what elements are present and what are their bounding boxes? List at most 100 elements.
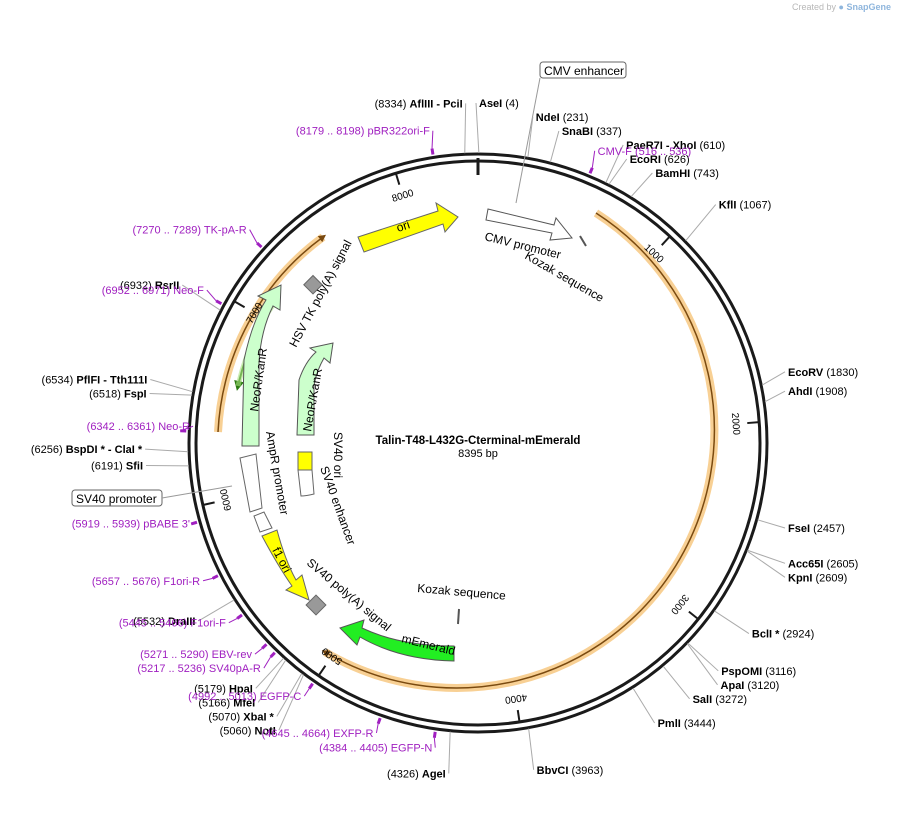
f1-ori-feature	[261, 529, 310, 601]
tick-5000	[317, 665, 327, 677]
primer-sv40pa-r-leader	[263, 656, 272, 669]
enzyme-pmli-label: PmlI (3444)	[658, 718, 716, 730]
primer-f1ori-r-mark	[211, 574, 219, 580]
primer-exfp-r-label: (4645 .. 4664) EXFP-R	[262, 728, 374, 740]
primer-cmv-f-mark	[588, 167, 594, 174]
enzyme-bcli-leader	[714, 610, 750, 635]
enzyme-mfei: (5166) MfeI	[198, 659, 287, 709]
enzyme-pflfi-tth111i-label: (6534) PflFI - Tth111I	[42, 375, 148, 387]
enzyme-pmli: PmlI (3444)	[632, 687, 716, 730]
enzyme-bbvci-leader	[528, 728, 535, 770]
enzyme-pspomi-label: PspOMI (3116)	[721, 666, 796, 678]
primer-ebv-rev-mark	[261, 643, 268, 650]
primer-tk-pa-r-label: (7270 .. 7289) TK-pA-R	[133, 225, 247, 237]
talin-cds-arc	[321, 209, 719, 692]
primer-pbabe-3-label: (5919 .. 5939) pBABE 3'	[72, 519, 190, 531]
snapgene-branding: Created by ● SnapGene	[792, 2, 891, 12]
enzyme-kpni-leader	[746, 550, 786, 578]
enzyme-acc65i-leader	[747, 549, 786, 564]
enzyme-afliii-pcii: (8334) AflIII - PciI	[375, 98, 467, 154]
ampr-promoter-label: AmpR promoter	[263, 430, 291, 516]
enzyme-ahdi: AhdI (1908)	[764, 386, 847, 403]
plasmid-backbone	[187, 152, 769, 734]
primer-ebv-rev: (5271 .. 5290) EBV-rev	[140, 643, 268, 661]
primer-cmv-f-label: CMV-F (516 .. 536)	[598, 146, 692, 158]
primer-f1ori-f-mark	[236, 613, 243, 620]
primer-pbr322ori-f: (8179 .. 8198) pBR322ori-F	[296, 126, 435, 155]
features-layer	[239, 201, 587, 662]
sv40-promoter-leader	[161, 485, 233, 499]
enzyme-ecori-leader	[608, 158, 628, 185]
enzyme-sali: SalI (3272)	[662, 665, 747, 706]
enzyme-agei-leader	[448, 731, 451, 774]
enzyme-bamhi-label: BamHI (743)	[655, 168, 719, 180]
cmv-enhancer-box	[539, 61, 627, 79]
primer-f1ori-r-leader	[202, 577, 213, 582]
branding-product: SnapGene	[846, 2, 891, 12]
enzyme-fspi-label: (6518) FspI	[89, 389, 146, 401]
primer-neo-f-mark	[215, 299, 223, 305]
primer-f1ori-f: (5445 .. 5466) F1ori-F	[119, 613, 243, 630]
primer-egfp-n-leader	[433, 737, 436, 748]
enzyme-sfii: (6191) SfiI	[91, 460, 189, 472]
cmv-promoter-feature	[485, 208, 573, 241]
cmv-enhancer-label: CMV enhancer	[544, 64, 624, 78]
enzyme-snabi-leader	[549, 130, 560, 163]
enzyme-noti-label: (5060) NotI	[220, 725, 276, 737]
ori-feature	[357, 201, 459, 253]
enzyme-paer7i-xhoi: PaeR7I - XhoI (610)	[605, 140, 725, 183]
primer-sv40pa-r: (5217 .. 5236) SV40pA-R	[137, 651, 276, 675]
enzymes-layer: AseI (4) NdeI (231) SnaBI (337) PaeR7I - Xh…	[31, 98, 858, 780]
tick-label-3000: 3000	[668, 592, 691, 617]
primer-f1ori-r: (5657 .. 5676) F1ori-R	[92, 574, 219, 588]
primer-sv40pa-r-mark	[269, 651, 276, 659]
enzyme-pspomi: PspOMI (3116)	[687, 642, 796, 678]
enzyme-paer7i-xhoi-label: PaeR7I - XhoI (610)	[626, 140, 725, 152]
cmv-enhancer-leader	[515, 77, 541, 204]
enzyme-acc65i-label: Acc65I (2605)	[788, 558, 858, 570]
primer-f1ori-f-label: (5445 .. 5466) F1ori-F	[119, 618, 226, 630]
enzyme-snabi: SnaBI (337)	[549, 126, 622, 163]
primer-pbr322ori-f-label: (8179 .. 8198) pBR322ori-F	[296, 126, 430, 138]
amp-cds-arc	[214, 233, 327, 433]
enzyme-ndei: NdeI (231)	[527, 112, 589, 158]
enzyme-asei: AseI (4)	[475, 98, 519, 154]
enzyme-bspdi-clai-leader	[145, 448, 189, 453]
primer-tk-pa-r-mark	[256, 241, 263, 249]
primer-pbabe-3: (5919 .. 5939) pBABE 3'	[72, 519, 198, 531]
enzyme-acc65i: Acc65I (2605)	[747, 549, 858, 570]
enzyme-draiii-leader	[198, 599, 235, 622]
enzyme-bamhi: BamHI (743)	[630, 168, 719, 198]
enzyme-hpai-label: (5179) HpaI	[194, 683, 253, 695]
branding-prefix: Created by	[791, 2, 837, 12]
enzyme-afliii-pcii-leader	[464, 103, 467, 154]
kozak2-label: Kozak sequence	[417, 581, 507, 603]
memerald-feature	[339, 619, 455, 662]
primer-ebv-rev-label: (5271 .. 5290) EBV-rev	[140, 649, 252, 661]
enzyme-ndei-label: NdeI (231)	[536, 112, 589, 124]
enzyme-hpai-leader	[255, 657, 284, 689]
center-labels: Talin-T48-L432G-Cterminal-mEmerald 8395 …	[376, 435, 581, 460]
enzyme-noti: (5060) NotI	[220, 674, 304, 737]
enzyme-draiii: (5532) DraIII	[133, 599, 235, 628]
enzyme-bcli: BclI * (2924)	[714, 610, 814, 641]
tick-4000	[516, 709, 521, 723]
enzyme-mfei-label: (5166) MfeI	[198, 697, 255, 709]
enzyme-ecori-label: EcoRI (626)	[630, 154, 690, 166]
tick-label-6000: 6000	[219, 487, 235, 512]
primer-neo-f-label: (6952 .. 6971) Neo-F	[102, 285, 204, 297]
enzyme-apai-leader	[686, 643, 718, 686]
enzyme-xbai-leader	[276, 673, 303, 717]
sv40-promoter-arrow	[253, 511, 273, 533]
enzyme-apai-label: ApaI (3120)	[721, 680, 780, 692]
primers-layer: CMV-F (516 .. 536) (8179 .. 8198) pBR322o…	[72, 126, 692, 755]
enzyme-agei: (4326) AgeI	[387, 731, 451, 780]
enzyme-pflfi-tth111i-leader	[150, 379, 193, 393]
enzyme-ecorv-label: EcoRV (1830)	[788, 367, 858, 379]
enzyme-ecorv-leader	[761, 371, 786, 386]
enzyme-ahdi-label: AhdI (1908)	[788, 386, 847, 398]
enzyme-kfli-label: KflI (1067)	[719, 200, 772, 212]
primer-sv40pa-r-label: (5217 .. 5236) SV40pA-R	[137, 663, 261, 675]
enzyme-fspi-leader	[149, 393, 193, 396]
tick-label-2000: 2000	[729, 412, 742, 435]
